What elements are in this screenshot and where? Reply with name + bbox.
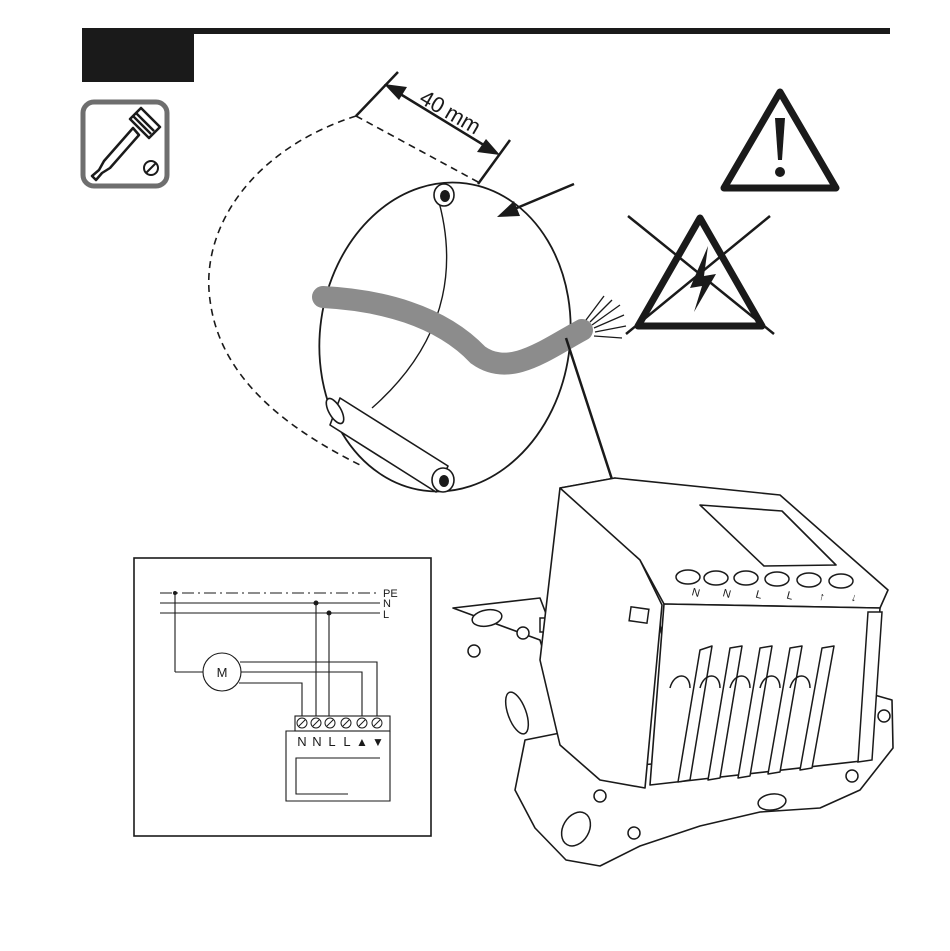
screwdriver-icon xyxy=(83,102,167,186)
bus-label-l: L xyxy=(383,609,389,621)
terminal-label: ▲ xyxy=(356,735,368,749)
flush-box: 40mm xyxy=(209,72,626,508)
terminal-label: N xyxy=(297,734,306,749)
no-voltage-icon xyxy=(626,216,774,334)
header-rule xyxy=(82,28,890,34)
step-number-block xyxy=(82,28,194,82)
wiring-diagram: PE N L M xyxy=(134,558,431,836)
terminal-label: L xyxy=(328,734,335,749)
screw-hole-top xyxy=(434,184,454,206)
terminal-label: N xyxy=(312,734,321,749)
motor-label: M xyxy=(217,665,228,680)
header xyxy=(82,28,890,82)
dimension-label: 40mm xyxy=(416,85,486,140)
terminal-label: ▼ xyxy=(372,735,384,749)
warning-icon xyxy=(724,92,836,188)
device-insert: N N L L ↑ ↓ xyxy=(453,478,893,866)
terminal-label: L xyxy=(343,734,350,749)
